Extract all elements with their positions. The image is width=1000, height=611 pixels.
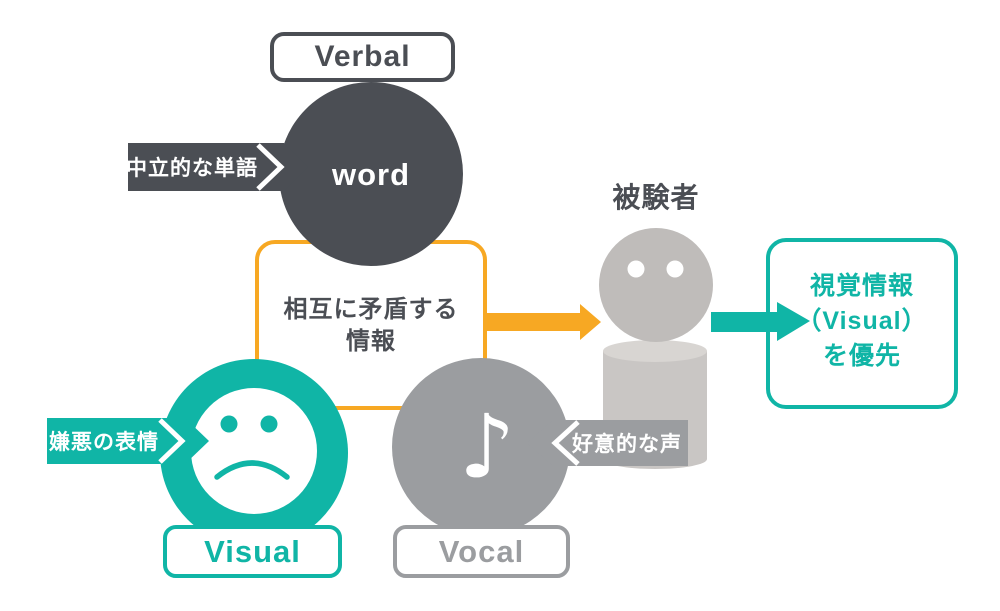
subject-label: 被験者 bbox=[591, 180, 721, 213]
result-arrow-icon bbox=[711, 302, 810, 341]
favorable-voice-tag: 好意的な声 bbox=[527, 420, 688, 466]
face-right-eye bbox=[260, 415, 278, 433]
verbal-label-box: Verbal bbox=[270, 32, 455, 82]
face-background bbox=[191, 388, 317, 514]
neutral-word-tag: 中立的な単語 bbox=[126, 143, 308, 191]
stimulus-arrow-icon bbox=[485, 304, 601, 340]
face-frown-mouth bbox=[214, 460, 290, 480]
person-shoulder bbox=[603, 340, 707, 362]
vocal-label-box: Vocal bbox=[393, 525, 570, 578]
vocal-label: Vocal bbox=[438, 533, 525, 569]
neutral-word-tag-text: 中立的な単語 bbox=[126, 156, 258, 180]
visual-label: Visual bbox=[204, 533, 301, 569]
favorable-voice-tag-text: 好意的な声 bbox=[571, 432, 682, 456]
face-left-eye bbox=[220, 415, 238, 433]
conflict-line1: 相互に矛盾する bbox=[283, 296, 459, 323]
result-box-text: 視覚情報 （Visual） を優先 bbox=[768, 269, 956, 374]
conflict-info-text: 相互に矛盾する 情報 bbox=[257, 294, 485, 358]
visual-label-box: Visual bbox=[163, 525, 342, 578]
tag-chevron-right-icon bbox=[256, 143, 285, 191]
word-circle-text: word bbox=[331, 157, 410, 192]
frown-face-icon bbox=[160, 359, 348, 547]
tag-chevron-right-icon bbox=[158, 418, 186, 464]
result-line1: 視覚情報 bbox=[809, 272, 914, 300]
subject-label-text: 被験者 bbox=[612, 182, 700, 213]
person-right-eye bbox=[666, 260, 684, 278]
person-head bbox=[599, 228, 713, 342]
result-line2: （Visual） bbox=[796, 307, 928, 335]
eighth-note-icon: ♪ bbox=[392, 358, 570, 536]
verbal-label: Verbal bbox=[314, 40, 411, 73]
person-left-eye bbox=[627, 260, 645, 278]
disgust-expression-tag-text: 嫌悪の表情 bbox=[49, 430, 159, 454]
word-circle-shape bbox=[279, 82, 463, 266]
eighth-note-glyph: ♪ bbox=[459, 395, 515, 498]
conflict-line2: 情報 bbox=[346, 328, 396, 355]
result-line3: を優先 bbox=[822, 342, 901, 370]
disgust-expression-tag: 嫌悪の表情 bbox=[47, 418, 209, 464]
tag-chevron-left-icon bbox=[551, 420, 580, 466]
neutral-word-tag-shape bbox=[128, 143, 308, 191]
verbal-word-circle: word bbox=[279, 82, 463, 266]
vocal-circle-shape bbox=[392, 358, 570, 536]
